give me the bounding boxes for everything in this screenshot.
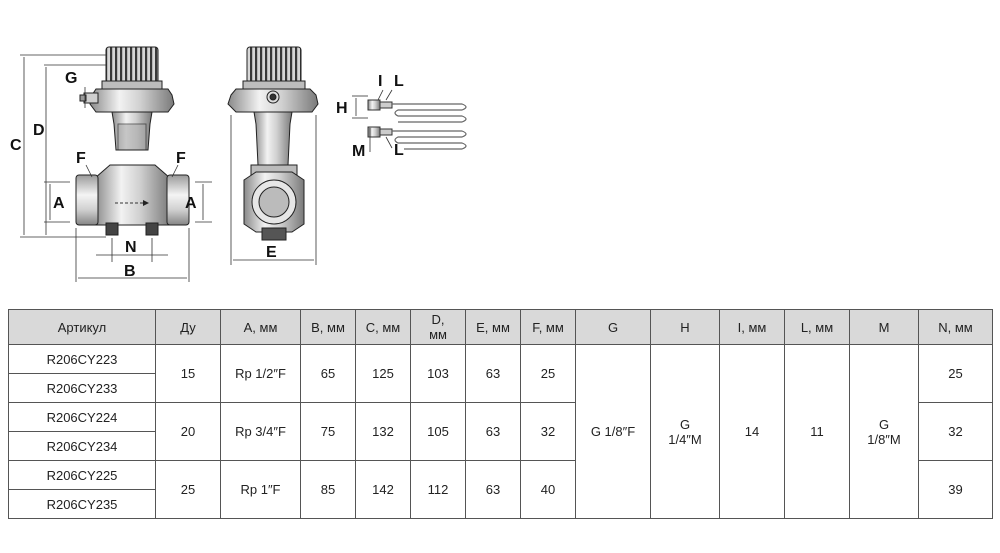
cell-a: Rp 1/2″F [220,344,301,403]
dim-label-h: H [336,100,348,117]
cell-n: 32 [918,402,993,461]
front-view [75,46,190,236]
header-g: G [575,309,651,345]
dim-label-a-right: A [185,195,197,212]
header-d: D,мм [410,309,466,345]
cell-f: 25 [520,344,576,403]
table-row: R206CY223 15 Rp 1/2″F 65 125 103 63 25 G… [8,344,993,519]
cell-c: 142 [355,460,411,519]
dim-label-c: C [10,137,22,154]
cell-du: 20 [155,402,221,461]
header-h: H [650,309,720,345]
dim-label-b: B [124,263,136,280]
header-m: M [849,309,919,345]
cell-h-line1: G [679,416,691,432]
cell-e: 63 [465,460,521,519]
dim-label-l-top: L [394,73,404,90]
side-view [227,46,319,241]
table-row: R206CY233 [8,373,993,403]
dim-label-l-bottom: L [394,142,404,159]
header-e: E, мм [465,309,521,345]
dim-label-m: M [352,143,365,160]
cell-e: 63 [465,402,521,461]
header-b: B, мм [300,309,356,345]
cell-e: 63 [465,344,521,403]
cell-article: R206CY225 [8,460,156,490]
header-l: L, мм [784,309,850,345]
header-du: Ду [155,309,221,345]
cell-d: 112 [410,460,466,519]
cell-b: 85 [300,460,356,519]
header-f: F, мм [520,309,576,345]
cell-n: 25 [918,344,993,403]
cell-m-line1: G [878,416,890,432]
cell-f: 40 [520,460,576,519]
dim-label-f-left: F [76,150,86,167]
cell-g: G 1/8″F [575,344,651,519]
cell-b: 75 [300,402,356,461]
cell-h-line2: 1/4″M [668,431,702,447]
cell-c: 132 [355,402,411,461]
table-header-row: Артикул Ду A, мм B, мм C, мм D,мм E, мм … [8,309,993,345]
cell-n: 39 [918,460,993,519]
cell-a: Rp 1″F [220,460,301,519]
cell-d: 103 [410,344,466,403]
dim-label-d: D [33,122,45,139]
dim-label-i: I [378,73,382,90]
cell-article: R206CY233 [8,373,156,403]
cell-article: R206CY224 [8,402,156,432]
cell-a: Rp 3/4″F [220,402,301,461]
cell-c: 125 [355,344,411,403]
header-c: C, мм [355,309,411,345]
side-dimensions [230,115,317,265]
cell-article: R206CY223 [8,344,156,374]
dim-label-e: E [266,244,277,261]
cell-du: 25 [155,460,221,519]
specification-table: Артикул Ду A, мм B, мм C, мм D,мм E, мм … [8,309,993,519]
table-row: R206CY225 25 Rp 1″F 85 142 112 63 40 39 [8,460,993,519]
cell-article: R206CY234 [8,431,156,461]
dim-label-a-left: A [53,195,65,212]
dim-label-g: G [65,70,77,87]
valve-technical-drawing: C D G F F A A N B E [10,46,467,282]
header-article: Артикул [8,309,156,345]
cell-f: 32 [520,402,576,461]
header-a: A, мм [220,309,301,345]
cell-d: 105 [410,402,466,461]
table-row: R206CY235 [8,489,993,519]
cell-article: R206CY235 [8,489,156,519]
header-d-line1: D, [431,312,445,327]
cell-b: 65 [300,344,356,403]
cell-m-line2: 1/8″M [867,431,901,447]
dim-label-f-right: F [176,150,186,167]
header-d-line2: мм [429,327,447,342]
cell-i: 14 [719,344,785,519]
dim-label-n: N [125,239,137,256]
cell-du: 15 [155,344,221,403]
front-dimensions [20,54,212,282]
header-n: N, мм [918,309,993,345]
needle-detail [352,89,467,152]
header-i: I, мм [719,309,785,345]
cell-l: 11 [784,344,850,519]
